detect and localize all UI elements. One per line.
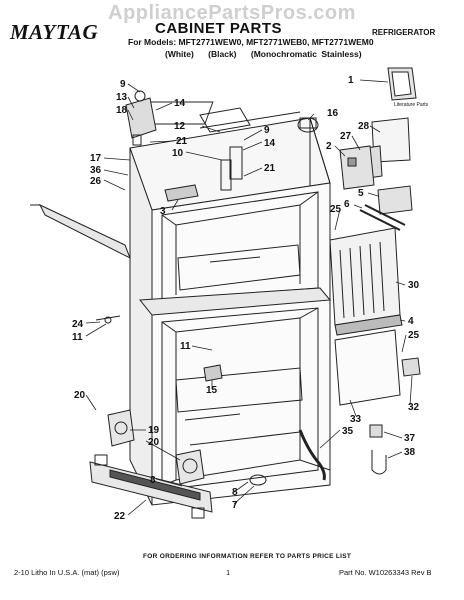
part-bracket-5: [377, 185, 413, 215]
callout-7: 7: [232, 500, 238, 511]
callout-6: 6: [344, 199, 350, 210]
part-grille-30: [329, 227, 401, 326]
litho-info: 2-10 Litho In U.S.A. (mat) (psw): [14, 568, 120, 577]
ordering-info: FOR ORDERING INFORMATION REFER TO PARTS …: [143, 553, 352, 560]
callout-2: 2: [326, 141, 332, 152]
page-number: 1: [226, 568, 231, 577]
callout-24: 24: [72, 319, 84, 330]
callout-17: 17: [90, 153, 102, 164]
watermark: AppliancePartsPros.com: [108, 2, 356, 24]
part-rail-17: [30, 203, 131, 260]
callout-9: 9: [120, 79, 126, 90]
callout-15: 15: [206, 385, 218, 396]
callout-8: 8: [150, 475, 156, 486]
callout-22: 22: [114, 511, 126, 522]
part-38: [371, 450, 387, 475]
callout-25: 25: [330, 204, 342, 215]
cabinet-body: [129, 101, 331, 506]
callout-14: 14: [174, 98, 186, 109]
callout-12: 12: [174, 121, 186, 132]
callout-5: 5: [358, 188, 364, 199]
part-strip-4: [334, 314, 403, 336]
callout-18: 18: [116, 105, 128, 116]
appliance-category: REFRIGERATOR: [372, 28, 436, 37]
literature-label: Literature Parts: [394, 102, 429, 108]
leader-lines: [85, 79, 413, 516]
callout-4: 4: [408, 316, 414, 327]
callout-14b: 14: [264, 138, 276, 149]
callout-38: 38: [404, 447, 416, 458]
part-bracket-3: [164, 184, 199, 202]
model-variants: (White) (Black) (Monochromatic Stainless…: [165, 49, 372, 59]
callout-25b: 25: [408, 330, 420, 341]
callout-20: 20: [74, 390, 86, 401]
callout-19: 19: [148, 425, 160, 436]
part-hinge-top: [125, 90, 157, 146]
callout-32: 32: [408, 402, 420, 413]
callout-36: 36: [90, 165, 102, 176]
brand-logo: MAYTAG: [10, 20, 99, 44]
part-37: [369, 424, 383, 438]
part-bracket-15: [203, 364, 223, 382]
part-roller-20: [175, 449, 205, 485]
variant-black: (Black): [208, 49, 237, 59]
variant-white: (White): [165, 49, 194, 59]
callout-11b: 11: [180, 341, 191, 352]
callout-20b: 20: [148, 437, 160, 448]
callout-1: 1: [348, 75, 354, 86]
part-screw-11: [104, 316, 112, 324]
callout-35: 35: [342, 426, 354, 437]
page-title: CABINET PARTS: [155, 20, 283, 37]
callout-33: 33: [350, 414, 362, 425]
callout-30: 30: [408, 280, 420, 291]
part-washer-7: [249, 474, 267, 486]
callout-16: 16: [327, 108, 339, 119]
callout-27: 27: [340, 131, 352, 142]
part-tube-35: [298, 429, 326, 481]
callout-21: 21: [176, 136, 188, 147]
callout-13: 13: [116, 92, 128, 103]
callout-9b: 9: [264, 125, 270, 136]
part-base-grille-22: [89, 454, 213, 519]
part-panel-33: [334, 329, 401, 406]
part-clip-32: [401, 357, 421, 377]
callout-3: 3: [160, 206, 166, 217]
callout-37: 37: [404, 433, 416, 444]
callout-26: 26: [90, 176, 102, 187]
callout-10: 10: [172, 148, 184, 159]
literature-parts: [387, 67, 417, 101]
variant-stainless: (Monochromatic Stainless): [250, 49, 362, 59]
part-leveler-19: [107, 409, 135, 447]
part-number: Part No. W10263343 Rev B: [339, 568, 432, 577]
part-control-board-2: [339, 145, 375, 190]
part-screw-24: [95, 315, 121, 321]
callout-21b: 21: [264, 163, 276, 174]
callout-11: 11: [72, 332, 83, 343]
callout-28: 28: [358, 121, 370, 132]
part-rods-6: [359, 204, 406, 231]
models-line: For Models: MFT2771WEW0, MFT2771WEB0, MF…: [128, 37, 374, 47]
callout-labels: 9 13 18 14 12 21 10 9 14 16 21 17 36 26 …: [72, 75, 420, 522]
callout-8b: 8: [232, 487, 238, 498]
part-16: [297, 117, 319, 133]
